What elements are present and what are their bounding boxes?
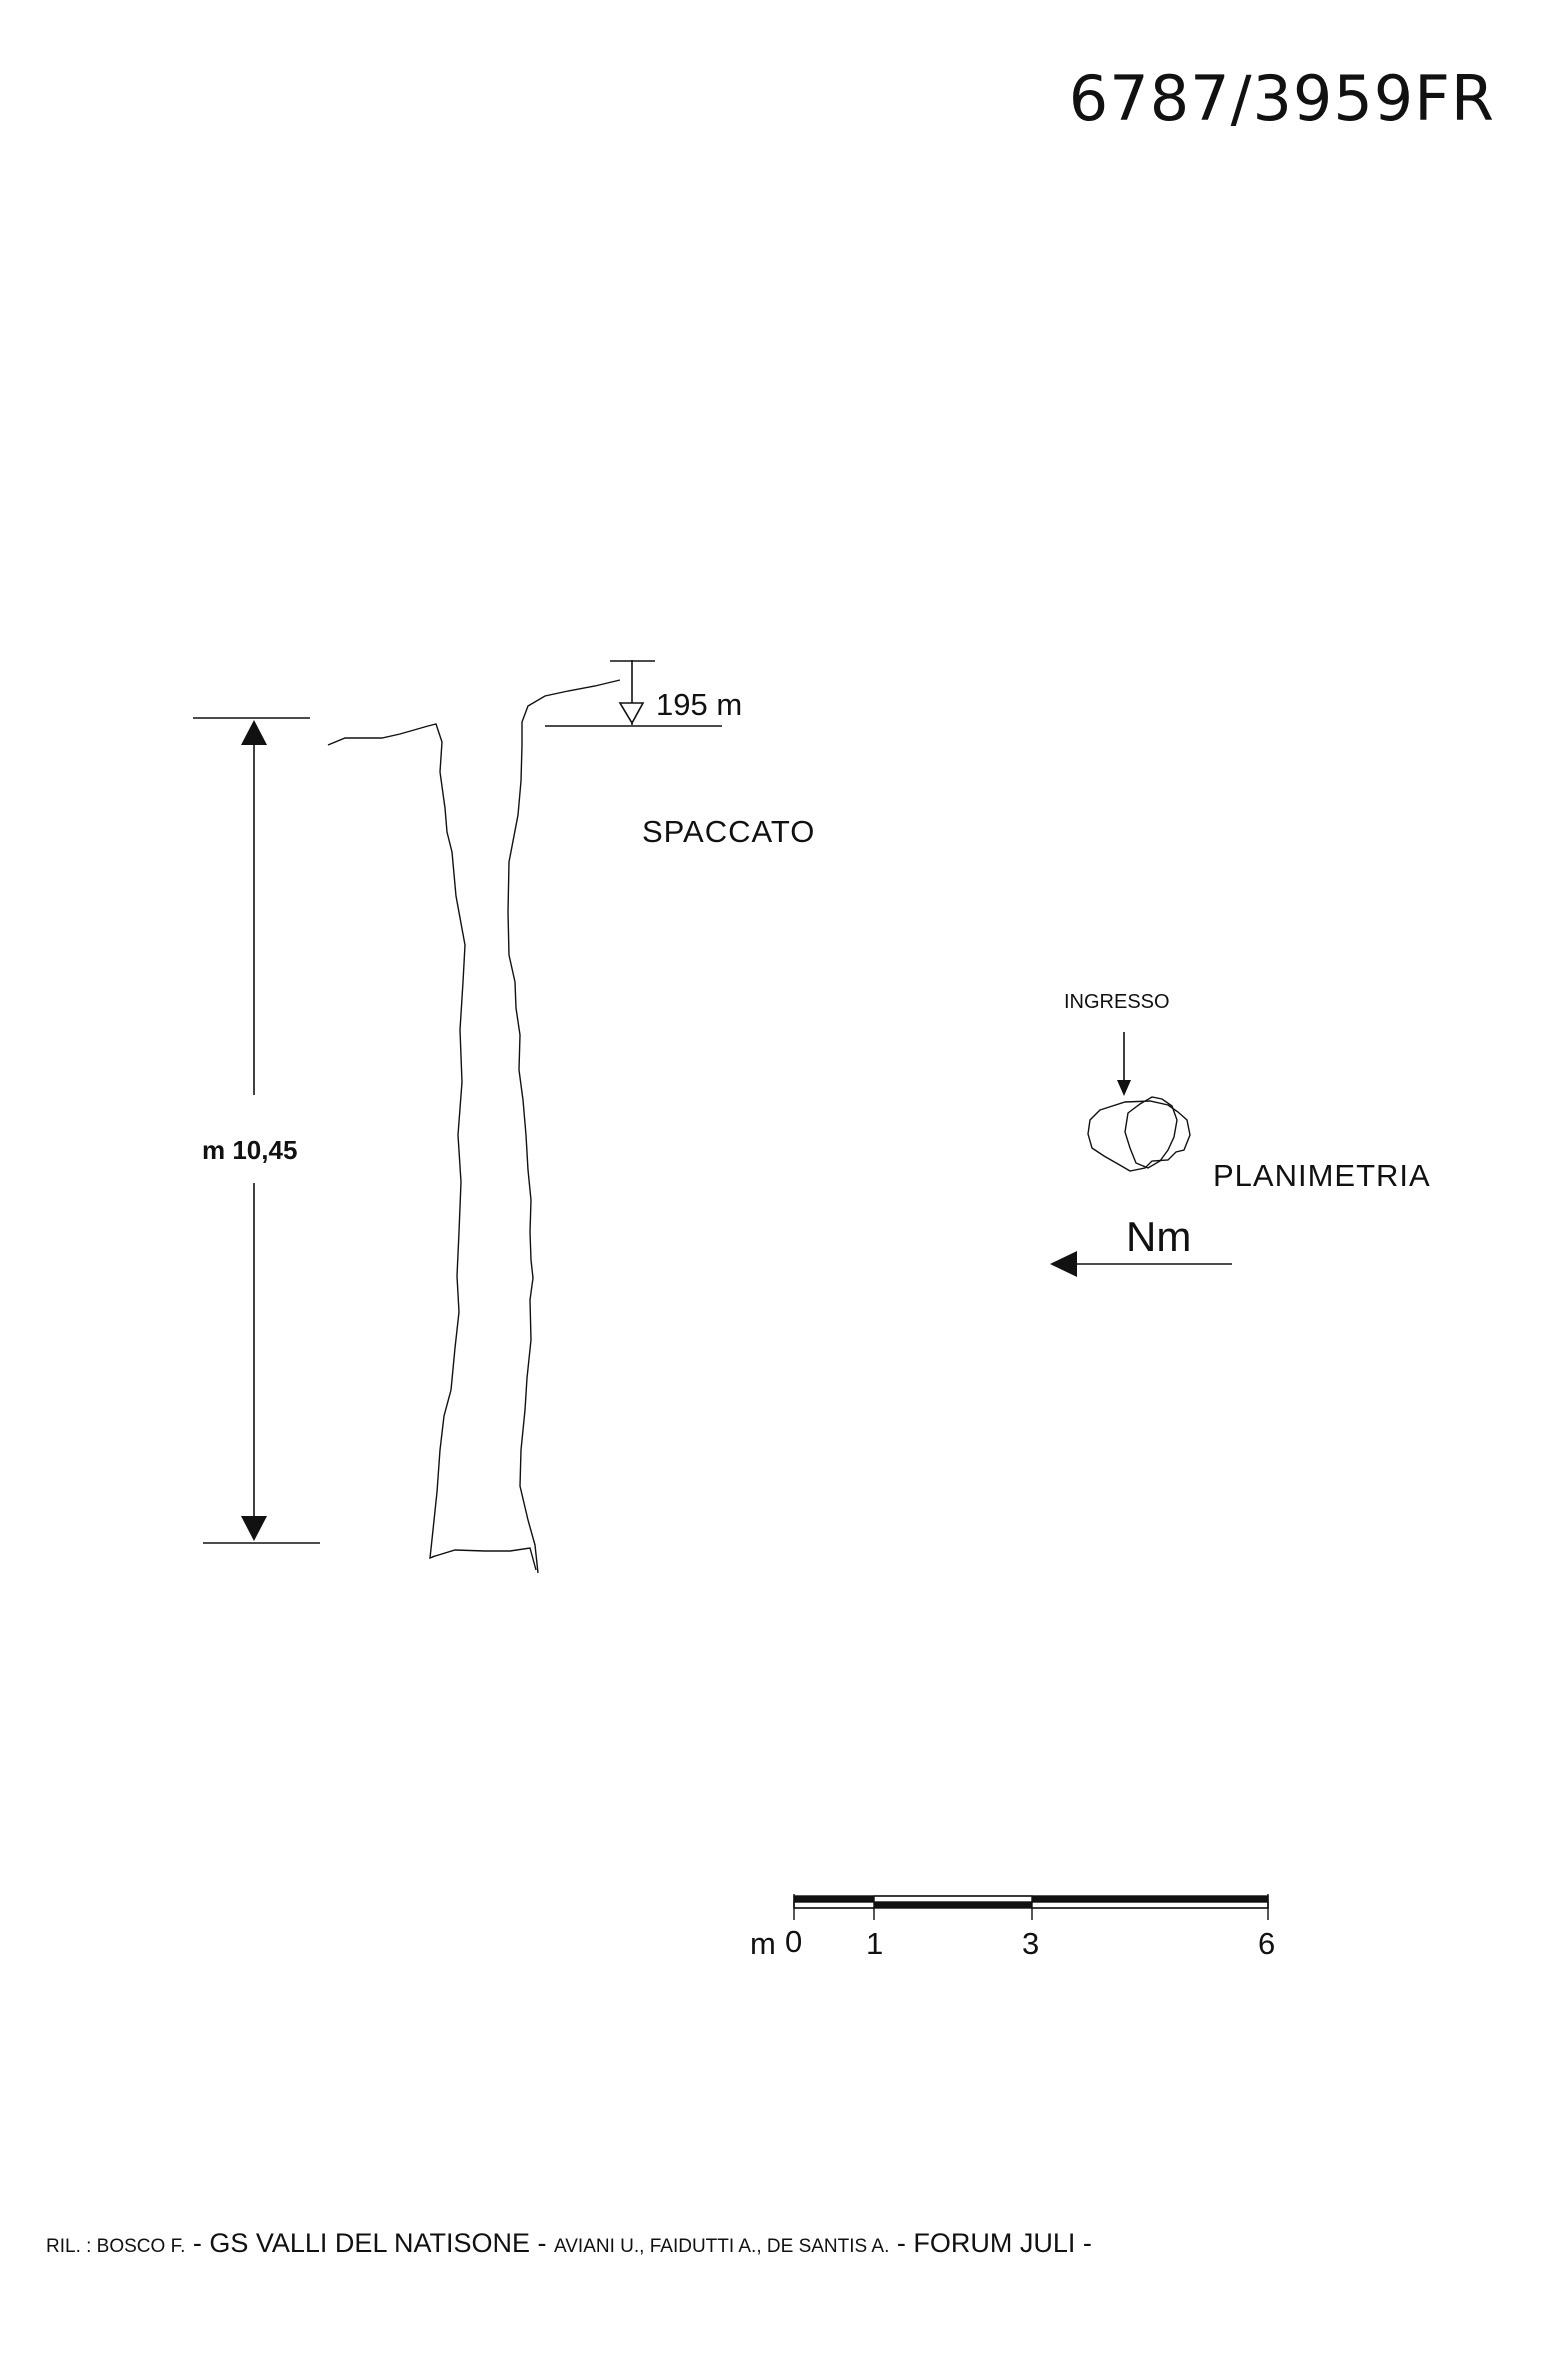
- scale-tick-label-0: 0: [785, 1924, 803, 1959]
- credits-sep-3: -: [889, 2228, 914, 2258]
- scale-tick-label-6: 6: [1258, 1926, 1276, 1961]
- plan-title: PLANIMETRIA: [1213, 1158, 1431, 1193]
- credits-members: AVIANI U., FAIDUTTI A., DE SANTIS A.: [553, 2236, 890, 2257]
- plan-outline: [1087, 1096, 1191, 1172]
- credits-group-2: FORUM JULI: [913, 2228, 1076, 2258]
- entrance-arrow: [1117, 1032, 1131, 1096]
- scale-segment-3-6-bottom: [1031, 1901, 1269, 1909]
- elevation-label: 195 m: [656, 687, 743, 722]
- floor-line: [431, 1547, 537, 1571]
- scale-unit-label: m: [750, 1926, 776, 1961]
- right-wall: [507, 679, 621, 1574]
- scale-segment-1-3-top: [873, 1895, 1033, 1903]
- scale-tick-label-3: 3: [1022, 1926, 1040, 1961]
- entrance-label: INGRESSO: [1064, 991, 1170, 1013]
- credits-sep-2: -: [529, 2228, 554, 2258]
- depth-label: m 10,45: [202, 1135, 298, 1165]
- scale-segment-1-3-bottom: [874, 1902, 1032, 1908]
- scale-tick-label-1: 1: [866, 1926, 884, 1961]
- credits-surveyors: RIL. : BOSCO F.: [46, 2236, 186, 2257]
- elevation-triangle: [618, 702, 645, 725]
- cave-id-title: 6787/3959FR: [1068, 62, 1495, 135]
- credits-sep-1: -: [185, 2228, 210, 2258]
- section-title: SPACCATO: [642, 814, 816, 849]
- credits-group-1: GS VALLI DEL NATISONE: [209, 2228, 530, 2258]
- scale-segment-0-1-top: [794, 1896, 874, 1902]
- dimension-arrow-down: [241, 1516, 267, 1541]
- left-wall: [327, 723, 466, 1560]
- elevation-marker: [545, 660, 722, 727]
- credits-footer: RIL. : BOSCO F. - GS VALLI DEL NATISONE …: [46, 2228, 1092, 2259]
- scale-segment-3-6-top: [1032, 1896, 1268, 1902]
- depth-dimension: [193, 717, 320, 1544]
- dimension-arrow-up: [241, 720, 267, 745]
- north-arrow: [1050, 1251, 1232, 1277]
- scale-segment-0-1-bottom: [793, 1901, 875, 1909]
- credits-tail: -: [1075, 2228, 1092, 2258]
- cave-section-walls: [327, 679, 621, 1574]
- scale-bar: [793, 1894, 1269, 1920]
- north-label: Nm: [1126, 1213, 1192, 1260]
